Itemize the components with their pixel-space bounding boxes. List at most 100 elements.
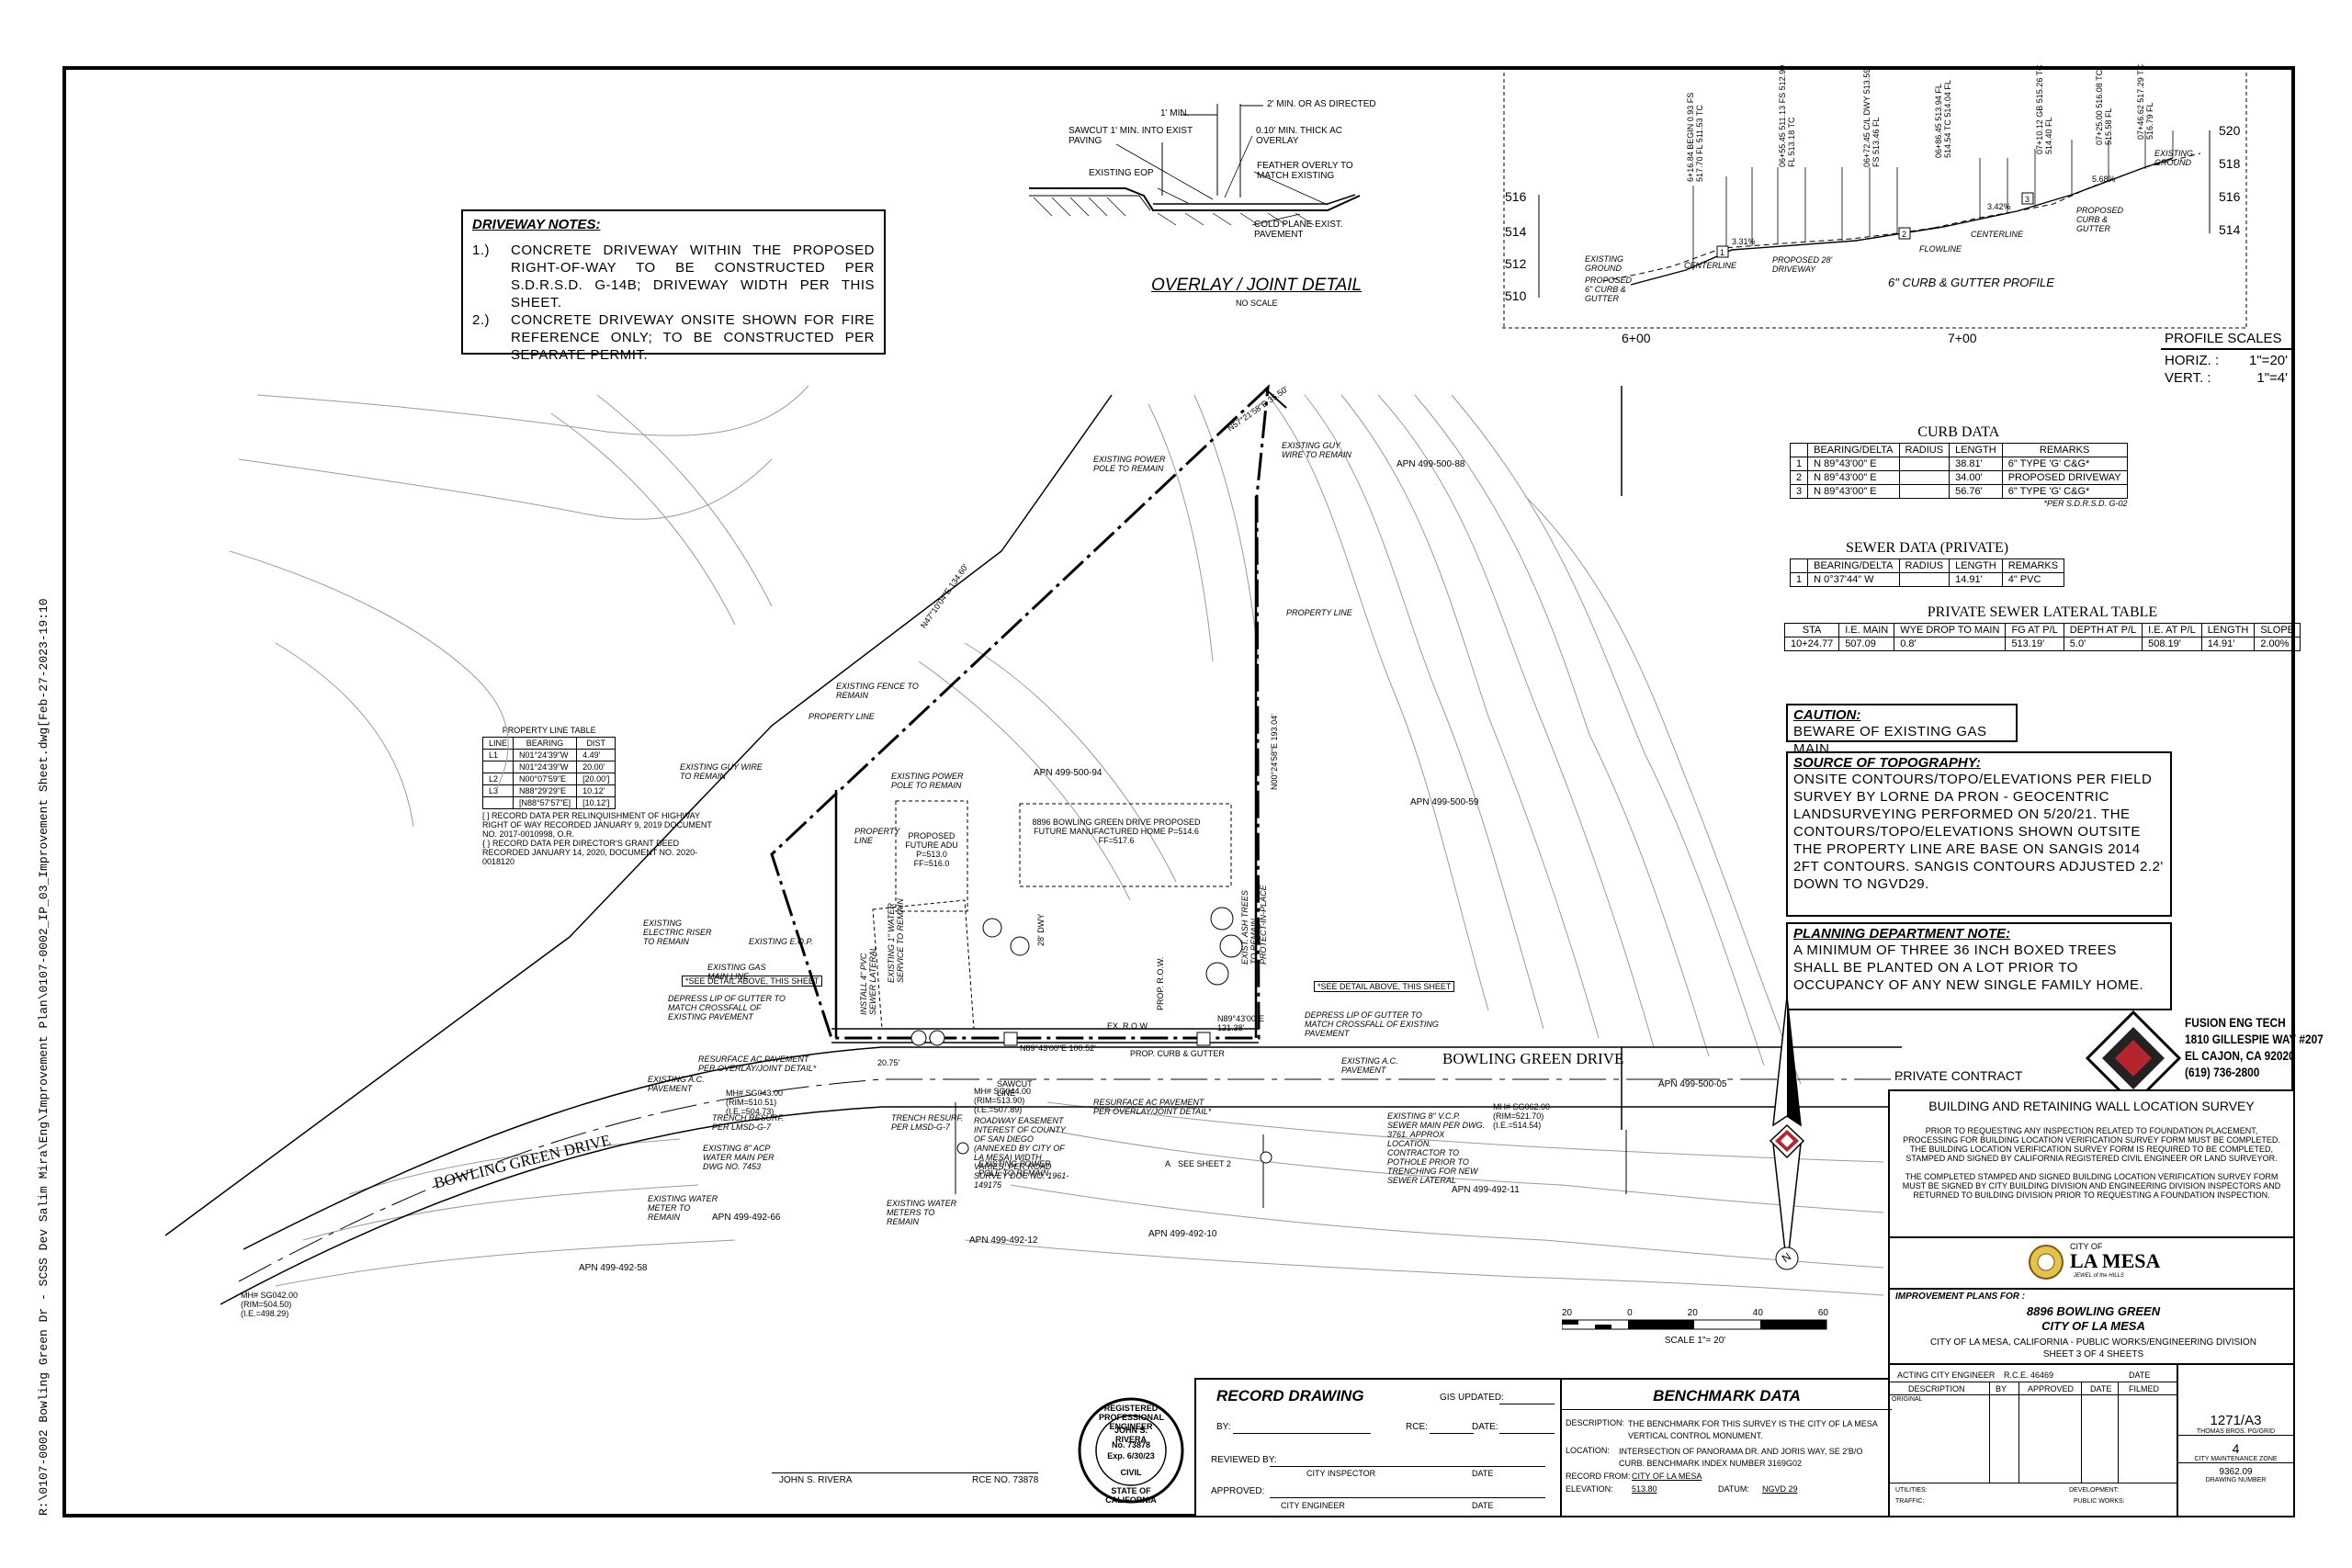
scale-label: SCALE 1"= 20' [1664, 1336, 1726, 1346]
benchmark-title: BENCHMARK DATA [1653, 1387, 1801, 1404]
property-line-note-1: [ ] RECORD DATA PER RELINQUISHMENT OF HI… [482, 811, 712, 839]
company-address-2: EL CAJON, CA 92020 [2185, 1048, 2295, 1063]
see-sheet-label: SEE SHEET 2 [1178, 1159, 1231, 1168]
acting-engineer-label: ACTING CITY ENGINEER [1897, 1371, 1996, 1380]
driveway-notes-box: DRIVEWAY NOTES: 1.) CONCRETE DRIVEWAY WI… [461, 209, 886, 363]
north-arrow-icon [1769, 996, 1805, 1270]
approved-label: APPROVED: [1211, 1486, 1265, 1496]
gis-updated-label: GIS UPDATED: [1440, 1393, 1504, 1403]
company-phone: (619) 736-2800 [2185, 1065, 2260, 1079]
company-logo-icon [2086, 1010, 2182, 1107]
planning-note-box: PLANNING DEPARTMENT NOTE: A MINIMUM OF T… [1786, 922, 2172, 1010]
seal-top-text: REGISTERED PROFESSIONAL ENGINEER [1099, 1404, 1165, 1431]
profile-right-elev-518: 518 [2219, 156, 2241, 171]
tree-symbols [982, 907, 1243, 986]
depress-label-2: DEPRESS LIP OF GUTTER TO MATCH CROSSFALL… [1305, 1010, 1439, 1038]
rev-date-header: DATE [2090, 1384, 2112, 1393]
scale-tick-5: 60 [1817, 1308, 1828, 1318]
company-address-1: 1810 GILLESPIE WAY #207 [2185, 1032, 2324, 1046]
plan-linework [164, 384, 1902, 1305]
apn-10: APN 499-492-10 [1148, 1229, 1217, 1239]
svg-text:2: 2 [1902, 230, 1906, 239]
resurface-label-1: RESURFACE AC PAVEMENT PER OVERLAY/JOINT … [698, 1055, 817, 1073]
apn-05: APN 499-500-05 [1658, 1079, 1727, 1089]
benchmark-desc-label: DESCRIPTION: [1566, 1418, 1625, 1427]
water-meter-label-2: EXISTING WATER METERS TO REMAIN [887, 1199, 957, 1226]
topography-heading: SOURCE OF TOPOGRAPHY: [1793, 755, 1981, 771]
grid-ref-label: THOMAS BROS. PG/GRID [2178, 1428, 2293, 1436]
curb-a-label: A [1165, 1159, 1171, 1168]
profile-station-700: 7+00 [1948, 331, 1977, 345]
svg-text:1: 1 [1720, 248, 1724, 257]
bearing-row-label: N89°43'00"E 100.52' [1020, 1043, 1096, 1053]
depress-label-1: DEPRESS LIP OF GUTTER TO MATCH CROSSFALL… [668, 994, 786, 1021]
scale-tick-1: 20 [1562, 1308, 1573, 1318]
reviewed-by-label: REVIEWED BY: [1211, 1455, 1277, 1465]
improvement-title-1: 8896 BOWLING GREEN [2026, 1304, 2161, 1318]
traffic-label: TRAFFIC: [1895, 1498, 1925, 1505]
profile-station-600: 6+00 [1622, 331, 1651, 345]
see-detail-label-2: *SEE DETAIL ABOVE, THIS SHEET [1314, 981, 1455, 992]
scale-tick-3: 20 [1687, 1308, 1698, 1318]
property-line-label-2: PROPERTY LINE [854, 827, 900, 845]
property-line-label-3: PROPERTY LINE [1286, 608, 1352, 617]
table-row: [N88°57'57"E][10.12'] [481, 796, 616, 809]
benchmark-datum: NGVD 29 [1762, 1484, 1798, 1494]
water-main-label: EXISTING 8" ACP WATER MAIN PER DWG NO. 7… [703, 1144, 775, 1171]
benchmark-block: BENCHMARK DATA DESCRIPTION: THE BENCHMAR… [1560, 1378, 1892, 1517]
existing-gas-label: EXISTING GAS MAIN LINE [707, 963, 766, 981]
existing-ac-label-1: EXISTING A.C. PAVEMENT [648, 1075, 705, 1093]
record-drawing-title: RECORD DRAWING [1216, 1387, 1364, 1404]
drawing-number-label: DRAWING NUMBER [2205, 1477, 2267, 1483]
profile-right-elev-520: 520 [2219, 123, 2241, 138]
profile-grade-2: 3.42% [1987, 202, 2011, 211]
overlay-detail-title: OVERLAY / JOINT DETAIL [1151, 276, 1363, 295]
sewer-lateral-label: INSTALL 4" PVC SEWER LATERAL [859, 946, 877, 1015]
caution-heading: CAUTION: [1793, 707, 1861, 723]
profile-left-elev-510: 510 [1505, 288, 1527, 303]
seal-expiration: Exp. 6/30/23 [1107, 1451, 1155, 1461]
topography-text: ONSITE CONTOURS/TOPO/ELEVATIONS PER FIEL… [1793, 772, 2164, 892]
improvement-title-2: CITY OF LA MESA [2041, 1319, 2145, 1333]
profile-proposed-dwy: PROPOSED 28' DRIVEWAY [1772, 255, 1833, 274]
profile-right-elev-514: 514 [2219, 222, 2241, 237]
company-name: FUSION ENG TECH [2185, 1015, 2286, 1030]
record-by-label: BY: [1216, 1422, 1231, 1432]
seal-civil: CIVIL [1120, 1468, 1142, 1477]
scale-bar-graphic [1561, 1319, 1827, 1330]
profile-centerline-1: CENTERLINE [1684, 261, 1737, 270]
property-line-note-2: { } RECORD DATA PER DIRECTOR'S GRANT DEE… [482, 839, 698, 866]
engineer-rce-label: R.C.E. 46469 [2004, 1371, 2054, 1380]
dedication-label: ROADWAY EASEMENT INTEREST OF COUNTY OF S… [974, 1116, 1069, 1190]
caution-box: CAUTION: BEWARE OF EXISTING GAS MAIN [1786, 704, 2018, 757]
survey-paragraph-2: THE COMPLETED STAMPED AND SIGNED BUILDIN… [1902, 1172, 2281, 1200]
city-engineer-label: CITY ENGINEER [1281, 1501, 1345, 1510]
water-service-label: EXISTING 1" WATER SERVICE TO REMAIN [887, 898, 905, 983]
benchmark-desc: THE BENCHMARK FOR THIS SURVEY IS THE CIT… [1628, 1419, 1878, 1440]
seal-name: JOHN S. RIVERA [1114, 1426, 1148, 1444]
apn-88: APN 499-500-88 [1396, 459, 1465, 469]
svg-text:3: 3 [2025, 195, 2030, 204]
profile-grade-1: 3.31% [1732, 237, 1756, 246]
rev-by-header: BY [1996, 1384, 2007, 1393]
profile-left-elev-516: 516 [1505, 189, 1527, 204]
benchmark-record: CITY OF LA MESA [1632, 1472, 1702, 1481]
resurface-label-2: RESURFACE AC PAVEMENT PER OVERLAY/JOINT … [1093, 1098, 1212, 1116]
profile-flowline: FLOWLINE [1919, 244, 1962, 254]
apn-12: APN 499-492-12 [969, 1235, 1038, 1246]
benchmark-loc: INTERSECTION OF PANORAMA DR. AND JORIS W… [1619, 1447, 1863, 1468]
prop-curb-label: PROP. CURB & GUTTER [1130, 1049, 1225, 1058]
record-drawing-block: RECORD DRAWING GIS UPDATED: BY: RCE: DAT… [1194, 1378, 1562, 1517]
topography-box: SOURCE OF TOPOGRAPHY: ONSITE CONTOURS/TO… [1786, 751, 2172, 917]
horiz-scale-value: 1"=20' [2249, 353, 2288, 368]
city-seal-icon [2029, 1245, 2064, 1280]
sewer-lateral-title: PRIVATE SEWER LATERAL TABLE [1927, 604, 2158, 620]
trench-label-2: TRENCH RESURF. PER LMSD-G-7 [891, 1113, 964, 1132]
bearing-main-label: N89°43'00"E 121.38' [1217, 1014, 1265, 1032]
ex-row-label: EX. R.O.W [1107, 1021, 1148, 1031]
